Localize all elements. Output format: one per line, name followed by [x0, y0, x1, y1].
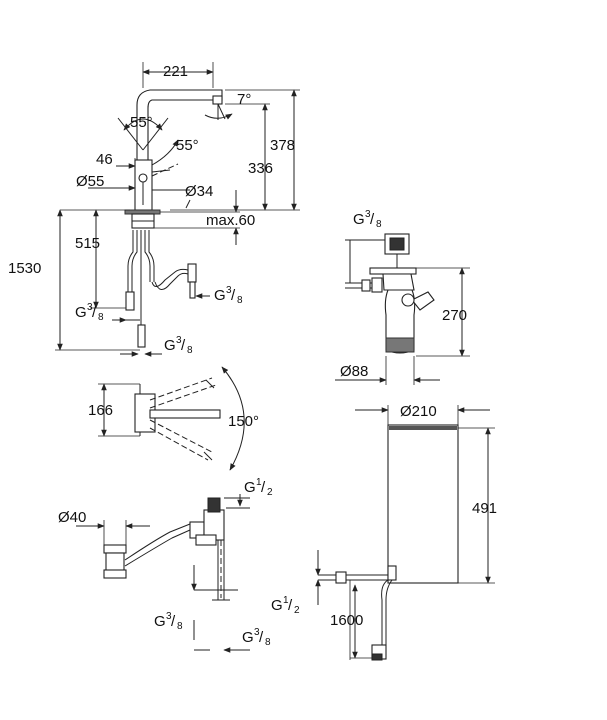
- label-spout-tilt: 7°: [237, 91, 251, 108]
- label-hose-1600: 1600: [330, 612, 363, 629]
- svg-text:G: G: [242, 629, 254, 646]
- label-valve-g12-left: G 1 / 2: [271, 595, 300, 616]
- label-valve-g38-a: G 3 / 8: [154, 611, 183, 632]
- svg-text:/: /: [231, 287, 236, 304]
- label-boiler-diameter: Ø210: [400, 403, 437, 420]
- svg-text:/: /: [259, 629, 264, 646]
- label-body-diameter: Ø34: [185, 183, 213, 200]
- svg-text:1: 1: [256, 477, 262, 488]
- svg-text:3: 3: [166, 611, 172, 622]
- label-thread-g38-a: G 3 / 8: [75, 302, 104, 323]
- label-height-336: 336: [248, 160, 273, 177]
- label-pipe-515: 515: [75, 235, 100, 252]
- svg-text:G: G: [154, 613, 166, 630]
- svg-text:8: 8: [98, 312, 104, 323]
- label-base-46: 46: [96, 151, 113, 168]
- swivel-top-view: [98, 366, 245, 471]
- label-total-height: 378: [270, 137, 295, 154]
- svg-text:G: G: [214, 287, 226, 304]
- faucet-side-view: [55, 62, 300, 357]
- svg-text:8: 8: [177, 621, 183, 632]
- spout-outlet: [212, 95, 223, 105]
- waste-and-valve: [76, 494, 250, 653]
- svg-text:8: 8: [187, 345, 193, 356]
- svg-text:/: /: [288, 597, 293, 614]
- svg-text:3: 3: [226, 285, 232, 296]
- filter-unit: [335, 233, 470, 385]
- label-swivel-angle: 150°: [228, 413, 259, 430]
- svg-text:G: G: [164, 337, 176, 354]
- label-handle-angle-left: 55°: [130, 114, 153, 131]
- label-filter-diameter: Ø88: [340, 363, 368, 380]
- dimension-labels: 221 7° 378 336 55° 55° 46 Ø55 Ø34 max.60…: [8, 63, 497, 648]
- swivel-spout: [149, 409, 221, 419]
- svg-text:8: 8: [265, 637, 271, 648]
- label-base-diameter: Ø55: [76, 173, 104, 190]
- label-spout-reach: 221: [163, 63, 188, 80]
- svg-text:2: 2: [267, 487, 273, 498]
- svg-text:/: /: [171, 613, 176, 630]
- boiler-body: [387, 424, 459, 584]
- svg-text:G: G: [271, 597, 283, 614]
- label-handle-angle-right: 55°: [176, 137, 199, 154]
- label-thread-g38-b: G 3 / 8: [214, 285, 243, 306]
- label-valve-g38-b: G 3 / 8: [242, 627, 271, 648]
- svg-text:3: 3: [254, 627, 260, 638]
- faucet-base: [124, 209, 161, 215]
- svg-text:8: 8: [376, 219, 382, 230]
- label-swivel-166: 166: [88, 402, 113, 419]
- label-filter-height: 270: [442, 307, 467, 324]
- svg-text:3: 3: [87, 302, 93, 313]
- label-valve-g12-top: G 1 / 2: [244, 477, 273, 498]
- svg-text:3: 3: [365, 209, 371, 220]
- svg-text:2: 2: [294, 605, 300, 616]
- svg-text:/: /: [261, 479, 266, 496]
- svg-text:G: G: [353, 211, 365, 228]
- label-filter-thread: G 3 / 8: [353, 209, 382, 230]
- svg-text:/: /: [92, 304, 97, 321]
- label-waste-diameter: Ø40: [58, 509, 86, 526]
- boiler-tank: [315, 405, 495, 661]
- label-max-thickness: max.60: [206, 212, 255, 229]
- svg-text:8: 8: [237, 295, 243, 306]
- svg-text:G: G: [75, 304, 87, 321]
- svg-text:/: /: [181, 337, 186, 354]
- svg-text:/: /: [370, 211, 375, 228]
- svg-text:3: 3: [176, 335, 182, 346]
- label-thread-g38-c: G 3 / 8: [164, 335, 193, 356]
- svg-text:1: 1: [283, 595, 289, 606]
- svg-text:G: G: [244, 479, 256, 496]
- label-pipe-1530: 1530: [8, 260, 41, 277]
- label-boiler-height: 491: [472, 500, 497, 517]
